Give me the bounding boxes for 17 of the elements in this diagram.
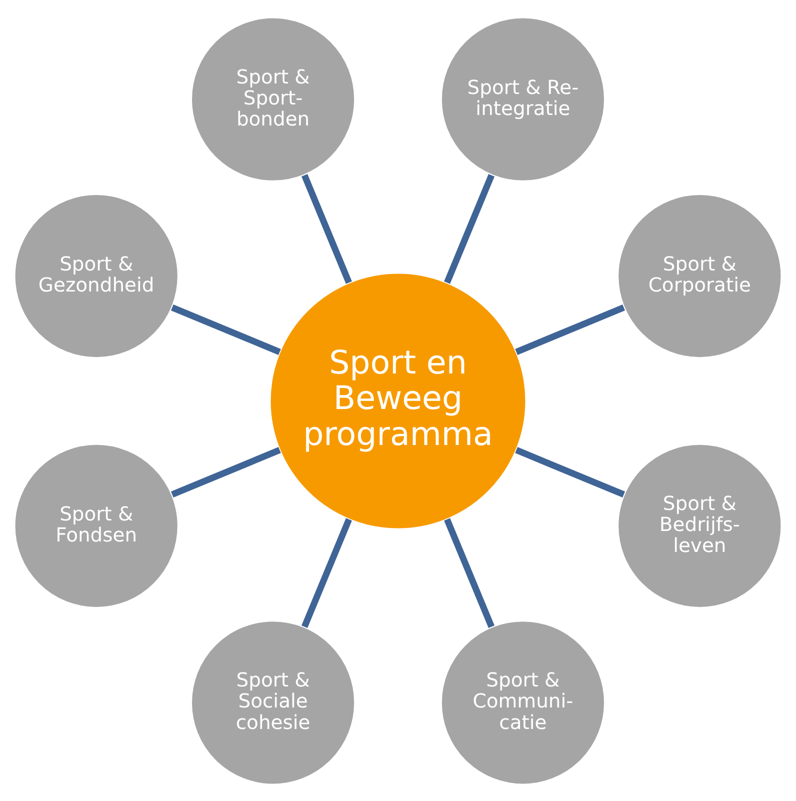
node-circle: Sport & Sport- bonden bbox=[190, 16, 356, 182]
node-circle: Sport & Bedrijfs- leven bbox=[616, 442, 782, 608]
connector bbox=[170, 446, 281, 498]
node-circle: Sport en Beweeg programma bbox=[269, 272, 527, 530]
connector bbox=[444, 173, 495, 284]
node-circle: Sport & Communi- catie bbox=[440, 619, 606, 785]
connector bbox=[515, 446, 626, 498]
node-circle: Sport & Sociale cohesie bbox=[190, 619, 356, 785]
node-circle: Sport & Re- integratie bbox=[440, 16, 606, 182]
connector bbox=[515, 304, 626, 354]
node-circle: Sport & Gezondheid bbox=[14, 192, 180, 358]
connector bbox=[301, 173, 352, 284]
connector bbox=[444, 518, 495, 628]
connector bbox=[170, 304, 281, 354]
connector bbox=[301, 518, 352, 628]
node-circle: Sport & Corporatie bbox=[616, 192, 782, 358]
node-circle: Sport & Fondsen bbox=[14, 442, 180, 608]
